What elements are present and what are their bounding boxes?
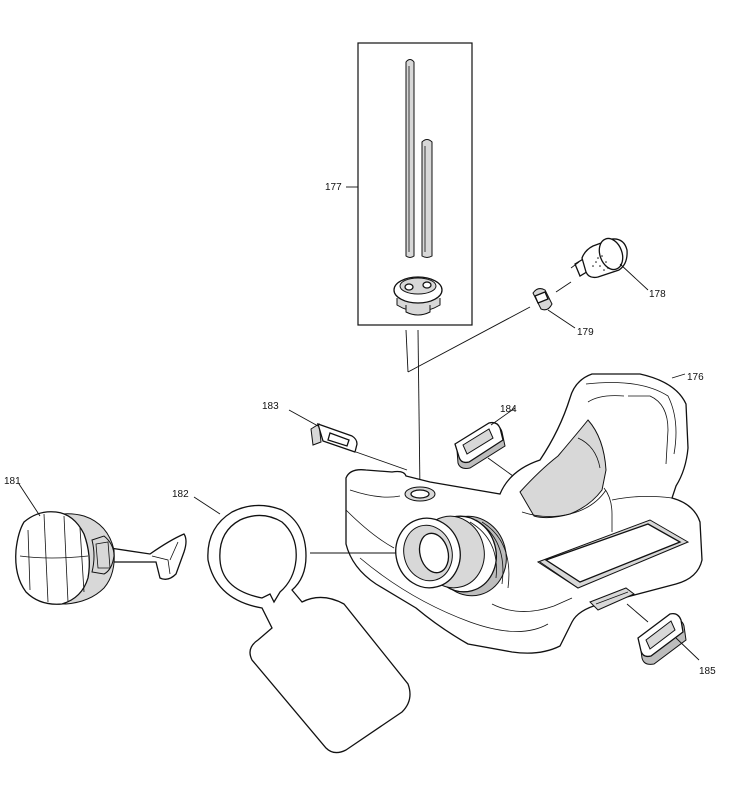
callout-182: 182 xyxy=(172,489,189,500)
callout-184: 184 xyxy=(500,404,517,415)
callout-176: 176 xyxy=(687,372,704,383)
cap-strap xyxy=(109,533,187,580)
part-178-fuel-strainer[interactable]: 178 xyxy=(570,235,666,300)
part-185-seal[interactable]: 185 xyxy=(589,587,716,677)
part-182-tag[interactable]: 182 xyxy=(172,489,411,754)
callout-179: 179 xyxy=(577,327,594,338)
callout-185: 185 xyxy=(699,666,716,677)
part-177-inset-frame xyxy=(357,42,473,326)
grommet xyxy=(393,276,443,316)
callout-183: 183 xyxy=(262,401,279,412)
part-183-label[interactable]: 183 xyxy=(262,401,408,471)
long-tube xyxy=(405,59,415,258)
part-184-seal[interactable]: 184 xyxy=(454,404,517,477)
callout-177: 177 xyxy=(325,182,342,193)
callout-178: 178 xyxy=(649,289,666,300)
assembly-leader-lines xyxy=(405,306,531,493)
short-tube xyxy=(421,139,433,258)
part-181-fuel-cap[interactable]: 181 xyxy=(4,476,187,605)
part-177-fuel-pipe-set[interactable]: 177 xyxy=(325,42,473,326)
part-179-clip[interactable]: 179 xyxy=(532,281,594,338)
part-176-fuel-tank[interactable]: 176 xyxy=(310,372,704,654)
callout-181: 181 xyxy=(4,476,21,487)
